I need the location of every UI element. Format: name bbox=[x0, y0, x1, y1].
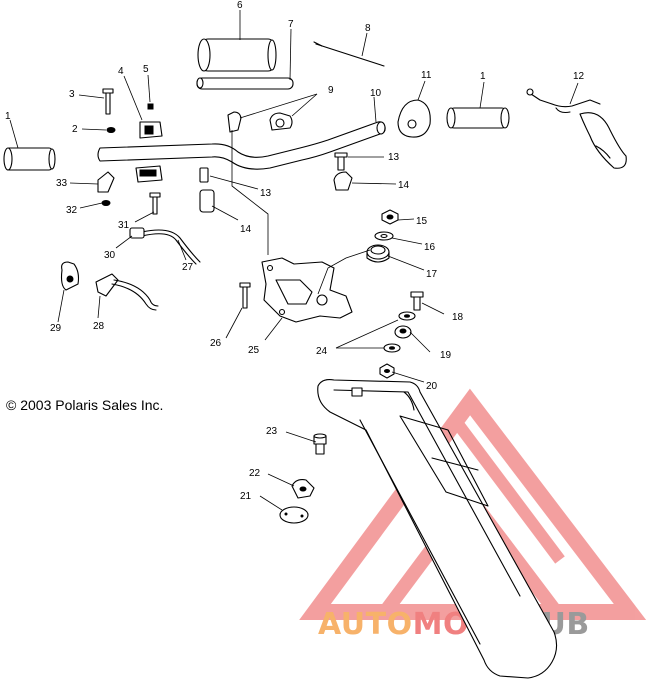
callout-27: 27 bbox=[182, 262, 194, 273]
clamp-right bbox=[269, 112, 293, 131]
callout-11: 11 bbox=[421, 70, 432, 81]
cover-21 bbox=[279, 506, 309, 524]
washer-16 bbox=[374, 231, 394, 241]
callout-2: 2 bbox=[72, 124, 78, 135]
screw-31 bbox=[149, 192, 161, 215]
bushing-17 bbox=[366, 244, 390, 263]
clamp-left bbox=[227, 111, 242, 133]
leader-lines bbox=[9, 10, 579, 511]
callout-32: 32 bbox=[66, 205, 78, 216]
cable-tie bbox=[313, 41, 385, 67]
switch-31 bbox=[135, 165, 163, 183]
callout-1-left: 1 bbox=[5, 111, 11, 122]
throttle-cable bbox=[129, 227, 201, 265]
retainer-22 bbox=[291, 479, 315, 499]
callout-33: 33 bbox=[56, 178, 68, 189]
callout-8: 8 bbox=[365, 23, 371, 34]
safety-tether bbox=[526, 88, 627, 169]
nut-20 bbox=[379, 363, 395, 379]
screw-13-right bbox=[334, 152, 348, 171]
bracket-33 bbox=[97, 171, 115, 193]
left-grip bbox=[3, 147, 56, 171]
callout-14-left: 14 bbox=[240, 224, 252, 235]
callout-10: 10 bbox=[370, 88, 382, 99]
callout-14-right: 14 bbox=[398, 180, 410, 191]
callout-6: 6 bbox=[237, 0, 243, 11]
washer-24 bbox=[383, 343, 401, 353]
callout-31: 31 bbox=[118, 220, 130, 231]
callout-23: 23 bbox=[266, 426, 278, 437]
switch-housing-4 bbox=[139, 121, 163, 139]
callout-26: 26 bbox=[210, 338, 222, 349]
callout-24: 24 bbox=[316, 346, 328, 357]
callout-16: 16 bbox=[424, 242, 436, 253]
callout-17: 17 bbox=[426, 269, 438, 280]
callout-9: 9 bbox=[328, 85, 334, 96]
nut-5 bbox=[147, 103, 154, 110]
callout-1-right: 1 bbox=[480, 71, 486, 82]
washer-19-mid bbox=[394, 325, 412, 339]
bolt-26 bbox=[239, 282, 251, 309]
callout-5: 5 bbox=[143, 64, 149, 75]
steering-post bbox=[317, 379, 558, 679]
bushing-14-left bbox=[199, 189, 215, 213]
callout-3: 3 bbox=[69, 89, 75, 100]
callout-4: 4 bbox=[118, 66, 124, 77]
bolt-18 bbox=[410, 291, 424, 311]
clamp-14-right bbox=[333, 171, 353, 191]
callout-18: 18 bbox=[452, 312, 464, 323]
callout-28: 28 bbox=[93, 321, 105, 332]
washer-19-top bbox=[398, 311, 416, 321]
callout-19: 19 bbox=[440, 350, 452, 361]
copyright-text: © 2003 Polaris Sales Inc. bbox=[6, 397, 163, 413]
callout-29: 29 bbox=[50, 323, 62, 334]
callout-labels: 1 2 3 4 5 6 7 8 9 10 11 1 12 13 14 33 32… bbox=[5, 0, 585, 502]
bolt-3 bbox=[102, 88, 114, 115]
steering-bracket-25 bbox=[261, 257, 353, 323]
callout-30: 30 bbox=[104, 250, 116, 261]
handlebar bbox=[97, 121, 386, 170]
right-grip bbox=[446, 107, 510, 129]
nut-32 bbox=[101, 200, 111, 206]
callout-7: 7 bbox=[288, 19, 294, 30]
callout-22: 22 bbox=[249, 468, 261, 479]
callout-20: 20 bbox=[426, 381, 438, 392]
callout-13-left: 13 bbox=[260, 188, 272, 199]
callout-21: 21 bbox=[240, 491, 252, 502]
grip-tube bbox=[197, 38, 277, 72]
callout-12: 12 bbox=[573, 71, 585, 82]
callout-13-right: 13 bbox=[388, 152, 400, 163]
nut-2 bbox=[106, 127, 116, 133]
callout-15: 15 bbox=[416, 216, 428, 227]
kill-switch-29 bbox=[60, 261, 80, 291]
screw-13-left bbox=[199, 167, 209, 183]
nut-15 bbox=[381, 209, 399, 225]
throttle-housing bbox=[397, 99, 431, 138]
bar-pad bbox=[196, 77, 294, 90]
fitting-23 bbox=[313, 433, 327, 455]
callout-25: 25 bbox=[248, 345, 260, 356]
brake-lever-28 bbox=[95, 273, 159, 311]
